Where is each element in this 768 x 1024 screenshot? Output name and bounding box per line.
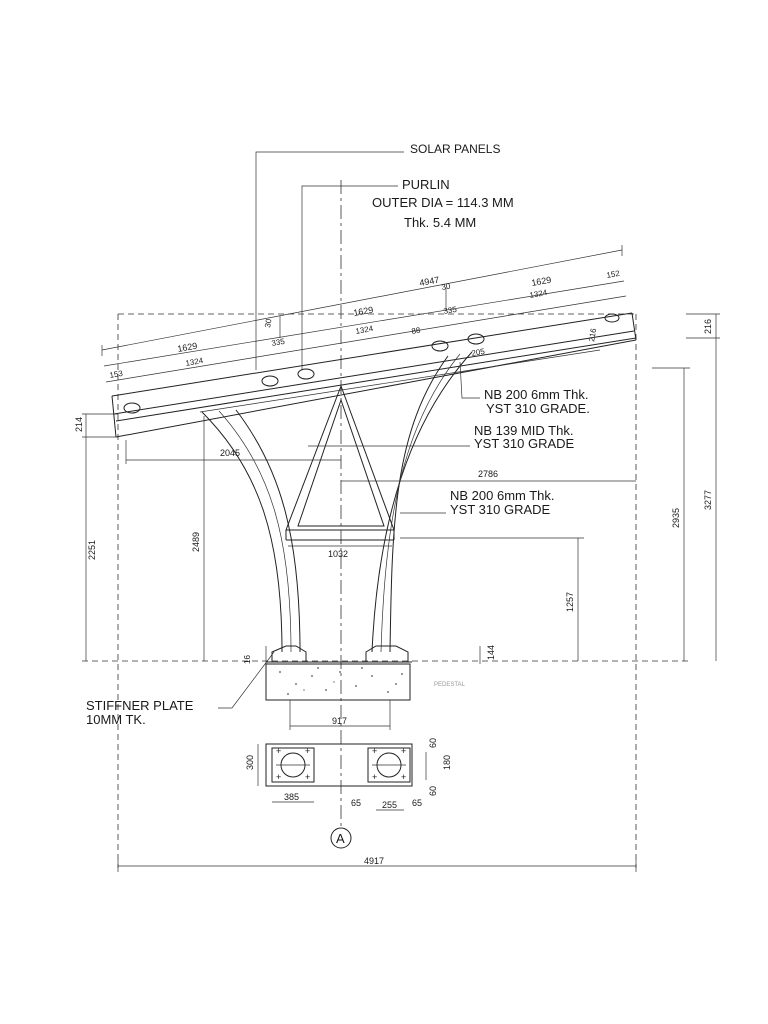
section-marker-label: A — [336, 831, 345, 846]
dim-88: 88 — [411, 325, 422, 336]
dim-2786: 2786 — [478, 469, 498, 479]
label-nb200-top-1: NB 200 6mm Thk. — [484, 387, 589, 402]
section-marker: A — [330, 827, 352, 849]
dim-1324-mid: 1324 — [355, 324, 375, 336]
dim-16: 16 — [243, 655, 252, 664]
svg-text:+: + — [305, 772, 310, 782]
dim-65-b: 65 — [412, 798, 422, 808]
height-dimensions: 2251 214 2489 1257 2935 3277 216 — [74, 313, 720, 661]
dim-2251: 2251 — [87, 540, 97, 560]
dim-300: 300 — [245, 755, 255, 770]
panel-rafter-assembly — [111, 312, 637, 438]
dim-917: 917 — [332, 716, 347, 726]
dim-60-a: 60 — [428, 738, 438, 748]
dim-180: 180 — [442, 755, 452, 770]
svg-text:+: + — [401, 746, 406, 756]
label-nb139-1: NB 139 MID Thk. — [474, 423, 573, 438]
callouts: SOLAR PANELS PURLIN OUTER DIA = 114.3 MM… — [86, 142, 590, 727]
dim-65-a: 65 — [351, 798, 361, 808]
label-purlin-thk: Thk. 5.4 MM — [404, 215, 476, 230]
base-dimensions: 917 300 385 65 255 65 60 180 60 16 144 — [243, 645, 496, 811]
label-stiffner-1: STIFFNER PLATE — [86, 698, 194, 713]
dim-2489: 2489 — [191, 532, 201, 552]
dim-1629-right: 1629 — [531, 275, 552, 288]
pedestal-label: PEDESTAL — [434, 682, 466, 688]
run-dimensions: 2045 2786 1032 — [125, 440, 636, 559]
label-outer-dia: OUTER DIA = 114.3 MM — [372, 195, 514, 210]
curved-legs — [201, 351, 473, 653]
label-nb139-2: YST 310 GRADE — [474, 436, 575, 451]
label-nb200-top-2: YST 310 GRADE. — [486, 401, 590, 416]
svg-text:+: + — [276, 746, 281, 756]
dim-1629-mid: 1629 — [353, 305, 374, 318]
dim-216: 216 — [703, 319, 713, 334]
pedestal: PEDESTAL — [265, 663, 466, 701]
dim-335-a: 335 — [271, 337, 286, 348]
dim-1257: 1257 — [565, 592, 575, 612]
envelope-outline — [82, 313, 690, 868]
dim-1324-left: 1324 — [185, 356, 205, 368]
svg-text:+: + — [372, 746, 377, 756]
dim-1032: 1032 — [328, 549, 348, 559]
dim-1629-left: 1629 — [177, 341, 198, 354]
rafter-dimensions: 4947 1629 1629 1629 1324 1324 1324 153 1… — [101, 245, 627, 383]
dim-2935: 2935 — [671, 508, 681, 528]
base-plates — [266, 645, 412, 663]
dim-1324-right: 1324 — [529, 288, 549, 300]
dim-2045: 2045 — [220, 448, 240, 458]
purlin-4 — [431, 340, 449, 352]
dim-4917: 4917 — [364, 856, 384, 866]
foundation-plan: + + + + + + + + — [265, 743, 413, 787]
svg-text:+: + — [276, 772, 281, 782]
dim-255: 255 — [382, 800, 397, 810]
label-nb200-leg-1: NB 200 6mm Thk. — [450, 488, 555, 503]
dim-4947: 4947 — [419, 275, 440, 288]
label-nb200-leg-2: YST 310 GRADE — [450, 502, 551, 517]
purlin-2 — [261, 375, 279, 387]
purlins — [123, 313, 620, 414]
overall-width-dimension: 4917 — [117, 856, 637, 872]
inner-bracing — [285, 384, 395, 541]
label-stiffner-2: 10MM TK. — [86, 712, 146, 727]
purlin-6 — [604, 313, 620, 323]
purlin-3 — [297, 368, 315, 380]
dim-205: 205 — [471, 347, 486, 358]
dim-214: 214 — [74, 417, 84, 432]
svg-text:+: + — [372, 772, 377, 782]
svg-text:+: + — [401, 772, 406, 782]
dim-335-b: 335 — [443, 305, 458, 316]
label-solar-panels: SOLAR PANELS — [410, 142, 500, 156]
dim-153: 153 — [109, 369, 124, 380]
dim-144: 144 — [486, 645, 496, 660]
dim-60-b: 60 — [428, 786, 438, 796]
svg-text:+: + — [305, 746, 310, 756]
dim-152: 152 — [606, 269, 621, 280]
purlin-1 — [123, 402, 141, 414]
dim-216-on-panel: 216 — [587, 327, 598, 342]
label-purlin: PURLIN — [402, 177, 450, 192]
dim-3277: 3277 — [703, 490, 713, 510]
dim-30-a: 30 — [263, 317, 274, 328]
dim-385: 385 — [284, 792, 299, 802]
purlin-5 — [467, 333, 485, 345]
dim-30-b: 30 — [441, 281, 452, 292]
